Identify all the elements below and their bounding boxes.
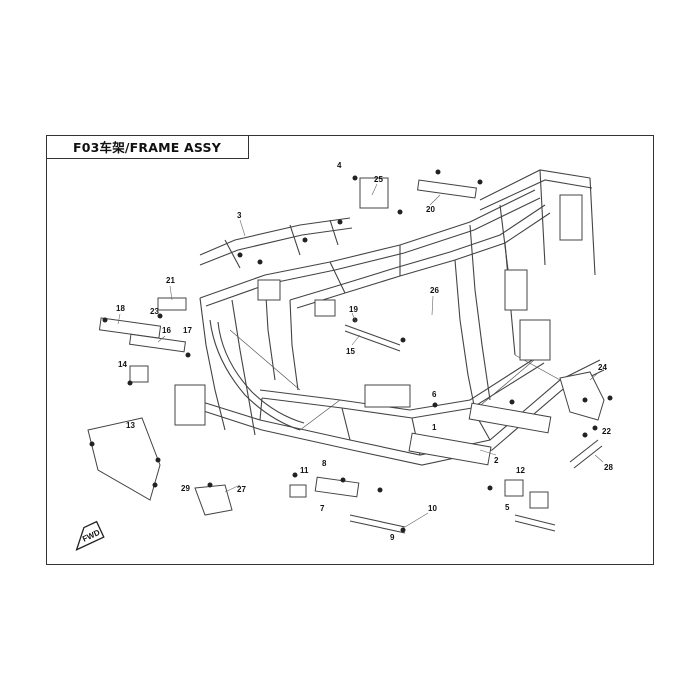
callout-19: 19 [349,305,358,314]
bracket-part-25 [359,177,389,209]
leader-lines [117,183,604,528]
callout-1: 1 [432,423,437,432]
callout-7: 7 [320,504,325,513]
bracket-part-2 [408,432,492,466]
front-rack-part-3 [199,217,353,269]
bracket-part-1 [468,402,552,434]
bracket-part-24 [559,371,605,421]
callout-2: 2 [494,456,499,465]
callout-29: 29 [181,484,190,493]
bracket-part-7 [314,476,360,498]
bracket-part-16 [129,333,186,353]
callout-27: 27 [237,485,246,494]
title-box: F03车架/FRAME ASSY [46,135,249,159]
skid-plate-part-13 [87,417,161,501]
rod-part-15 [344,324,401,346]
mount-part-5b [504,479,524,497]
frame-main [174,169,605,466]
callout-8: 8 [322,459,327,468]
callout-20: 20 [426,205,435,214]
callout-6: 6 [432,390,437,399]
callout-12: 12 [516,466,525,475]
callout-11: 11 [300,466,309,475]
mount-part-5c [529,491,549,509]
callout-24: 24 [598,363,607,372]
callout-14: 14 [118,360,127,369]
shaft-part-10 [349,514,406,528]
callout-3: 3 [237,211,242,220]
callout-5: 5 [505,503,510,512]
callout-22: 22 [602,427,611,436]
callout-23: 23 [150,307,159,316]
fwd-arrow: FWD [75,520,105,551]
callout-13: 13 [126,421,135,430]
callout-15: 15 [346,347,355,356]
callout-26: 26 [430,286,439,295]
callout-28: 28 [604,463,613,472]
callout-9: 9 [390,533,395,542]
loose-parts [87,177,605,534]
callout-16: 16 [162,326,171,335]
callout-17: 17 [183,326,192,335]
bracket-part-18 [98,317,162,339]
bracket-part-20 [417,179,477,199]
callout-4: 4 [337,161,342,170]
callout-18: 18 [116,304,125,313]
drawing-sheet-border [46,135,654,565]
callout-10: 10 [428,504,437,513]
mount-part-5a [289,484,307,498]
bracket-part-14 [129,365,149,383]
part-callouts: 1 2 3 4 5 6 7 8 9 10 11 12 13 14 15 16 1… [116,161,613,542]
fasteners [89,169,613,533]
bracket-part-27 [194,484,233,516]
callout-21: 21 [166,276,175,285]
link-part-28 [569,439,599,463]
diagram-title: F03车架/FRAME ASSY [72,140,222,155]
callout-25: 25 [374,175,383,184]
